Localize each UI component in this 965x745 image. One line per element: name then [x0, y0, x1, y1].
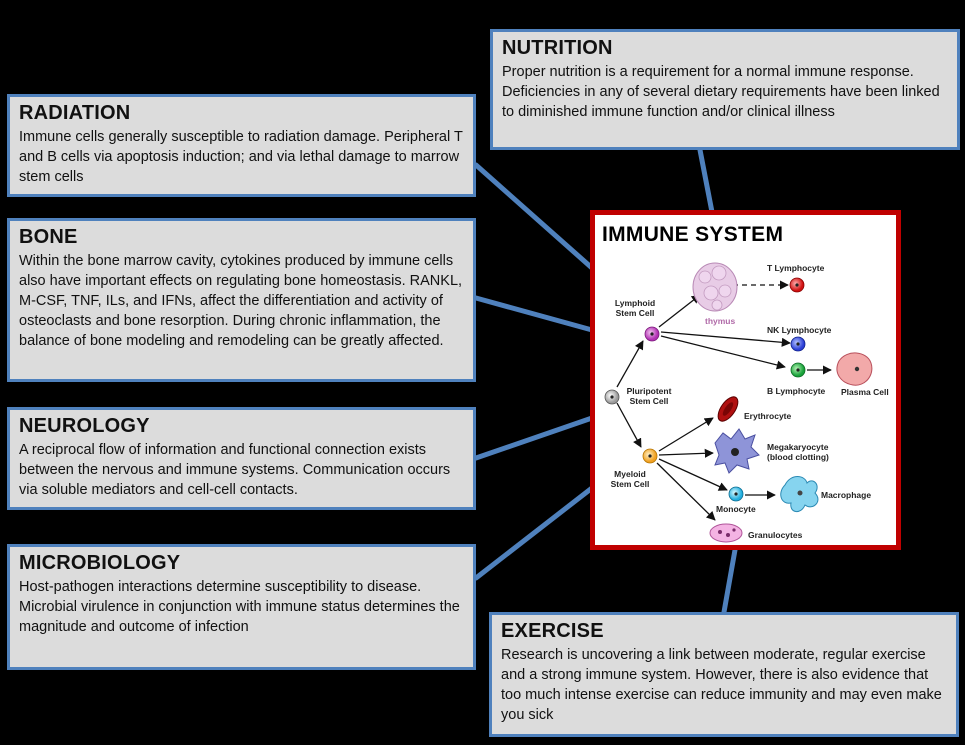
radiation-body: Immune cells generally susceptible to ra… — [19, 129, 463, 185]
immune-cell-diagram — [604, 262, 873, 543]
plasma-cell-icon — [836, 352, 873, 386]
immune-system-title: IMMUNE SYSTEM — [602, 223, 784, 246]
connector-nutrition — [697, 147, 715, 215]
granulocytes-icon — [709, 523, 743, 543]
monocyte-label: Monocyte — [716, 504, 756, 514]
myeloid-stem-cell-label: Myeloid Stem Cell — [607, 469, 653, 489]
myeloid-label-line-2: Stem Cell — [610, 479, 650, 489]
t-lymphocyte-label: T Lymphocyte — [767, 263, 825, 273]
megakaryocyte-label-line-2: (blood clotting) — [767, 452, 829, 462]
microbiology-box: MICROBIOLOGY Host-pathogen interactions … — [7, 544, 476, 670]
bone-title: BONE — [19, 226, 78, 248]
thymus-label: thymus — [705, 316, 736, 326]
connector-exercise — [721, 547, 738, 615]
thymus-icon — [692, 262, 738, 312]
b-lymphocyte-label: B Lymphocyte — [767, 386, 826, 396]
immune-system-panel: IMMUNE SYSTEM T Lymphocyte Lymphoid Stem… — [590, 210, 901, 550]
microbiology-title: MICROBIOLOGY — [19, 552, 181, 574]
pluripotent-stem-cell-label: Pluripotent Stem Cell — [620, 386, 678, 406]
nutrition-title: NUTRITION — [502, 37, 613, 59]
nutrition-box: NUTRITION Proper nutrition is a requirem… — [490, 29, 960, 150]
megakaryocyte-label-line-1: Megakaryocyte — [767, 442, 829, 452]
granulocytes-label: Granulocytes — [748, 530, 803, 540]
megakaryocyte-label: Megakaryocyte (blood clotting) — [767, 442, 829, 462]
radiation-box: RADIATION Immune cells generally suscept… — [7, 94, 476, 197]
nk-lymphocyte-label: NK Lymphocyte — [767, 325, 832, 335]
bone-box: BONE Within the bone marrow cavity, cyto… — [7, 218, 476, 382]
exercise-body: Research is uncovering a link between mo… — [501, 647, 942, 723]
exercise-title: EXERCISE — [501, 620, 604, 642]
pluripotent-label-line-2: Stem Cell — [629, 396, 669, 406]
erythrocyte-label: Erythrocyte — [744, 411, 792, 421]
lymphoid-label-line-2: Stem Cell — [615, 308, 655, 318]
macrophage-label: Macrophage — [821, 490, 872, 500]
myeloid-label-line-1: Myeloid — [614, 469, 646, 479]
lymphoid-stem-cell-label: Lymphoid Stem Cell — [609, 298, 661, 318]
neurology-title: NEUROLOGY — [19, 415, 150, 437]
connector-microbiology — [473, 485, 595, 581]
lymphoid-label-line-1: Lymphoid — [614, 298, 656, 308]
pluripotent-label-line-1: Pluripotent — [626, 386, 672, 396]
connector-neurology — [473, 415, 595, 461]
plasma-cell-label: Plasma Cell — [841, 387, 889, 397]
nutrition-body: Proper nutrition is a requirement for a … — [502, 64, 940, 120]
connector-radiation — [473, 162, 595, 271]
exercise-box: EXERCISE Research is uncovering a link b… — [489, 612, 959, 737]
radiation-title: RADIATION — [19, 102, 131, 124]
connector-bone — [473, 295, 595, 333]
neurology-body: A reciprocal flow of information and fun… — [19, 442, 451, 498]
microbiology-body: Host-pathogen interactions determine sus… — [19, 579, 460, 635]
bone-body: Within the bone marrow cavity, cytokines… — [19, 253, 463, 349]
neurology-box: NEUROLOGY A reciprocal flow of informati… — [7, 407, 476, 510]
